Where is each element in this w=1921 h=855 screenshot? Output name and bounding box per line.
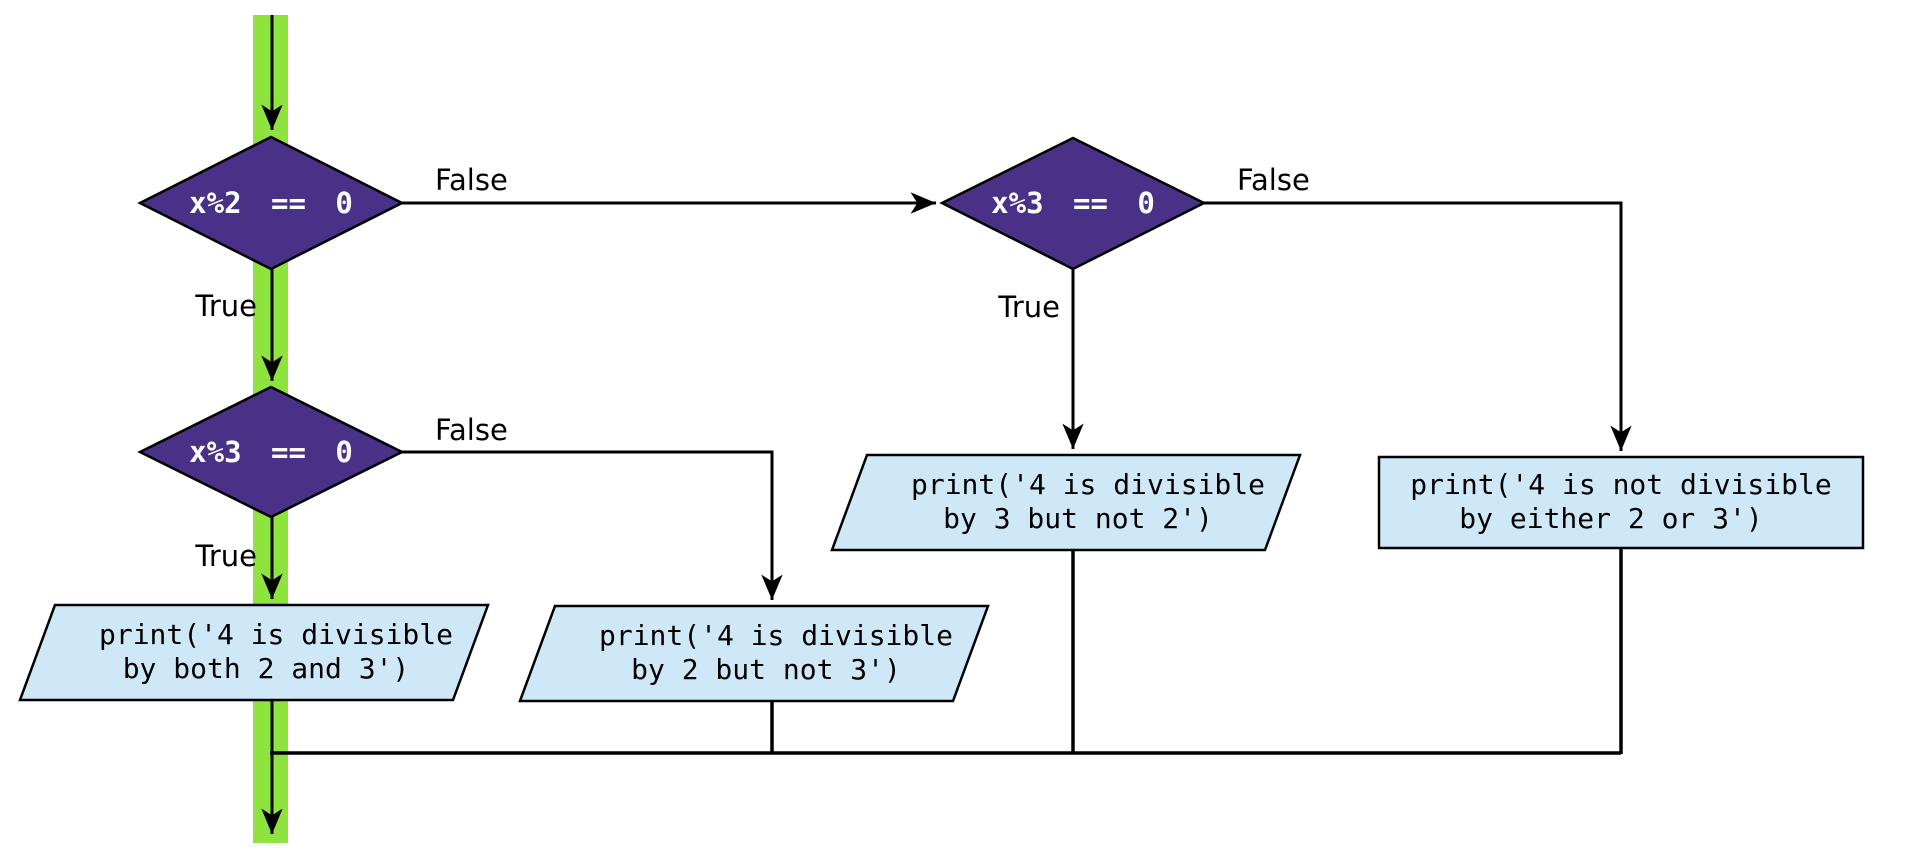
print-2-not-3-parallelogram [518, 604, 990, 703]
print-2-not-3-label-line2: by 2 but not 3') [631, 653, 901, 686]
print-2-not-3-label-line1: print('4 is divisible [599, 619, 953, 652]
print-both-label-line2: by both 2 and 3') [123, 652, 410, 685]
print-3-not-2-label-line1: print('4 is divisible [911, 468, 1265, 501]
decision3-false-label: False [1237, 163, 1310, 197]
decision-x-mod-3-left-diamond [137, 385, 405, 519]
edge-decision2-false [402, 450, 783, 600]
print-neither-label-line1: print('4 is not divisible [1410, 468, 1831, 501]
decision2-true-label: True [194, 539, 257, 573]
decision-x-mod-3-right-diamond [939, 136, 1207, 271]
print-3-not-2-parallelogram [830, 453, 1302, 552]
decision-x-mod-3-right-label: x%3 == 0 [991, 186, 1155, 220]
decision1-false-label: False [435, 163, 508, 197]
decision-x-mod-2-diamond [137, 135, 405, 271]
decision2-false-label: False [435, 413, 508, 447]
decision3-true-label: True [997, 290, 1060, 324]
decision-x-mod-3-left-label: x%3 == 0 [189, 435, 353, 469]
print-neither-label-line2: by either 2 or 3') [1459, 502, 1762, 535]
print-both-label-line1: print('4 is divisible [99, 618, 453, 651]
decision-x-mod-2-label: x%2 == 0 [189, 186, 353, 220]
edge-decision3-false [1204, 201, 1632, 451]
print-neither-rectangle [1377, 455, 1865, 550]
print-3-not-2-label-line2: by 3 but not 2') [943, 502, 1213, 535]
print-both-parallelogram [18, 603, 490, 702]
decision1-true-label: True [194, 289, 257, 323]
